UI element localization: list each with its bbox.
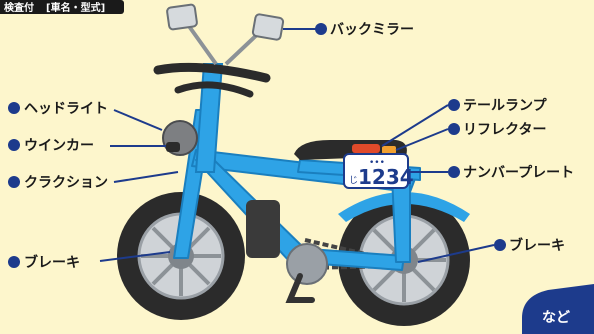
dot-headlight: [8, 102, 20, 114]
mirror-right: [224, 13, 285, 66]
motor-hub: [286, 243, 328, 285]
dot-reflector: [448, 123, 460, 135]
header-tag-right: [車名・型式]: [46, 1, 105, 14]
leader-brake-rear: [417, 244, 495, 263]
mirror-left: [166, 3, 218, 66]
dot-taillamp: [448, 99, 460, 111]
battery: [246, 200, 280, 258]
label-brake-front: ブレーキ: [24, 254, 80, 271]
leader-brake-front: [99, 251, 171, 262]
dot-mirror: [315, 23, 327, 35]
leader-headlight: [113, 109, 163, 131]
label-reflector: リフレクター: [463, 122, 546, 138]
kickstand: [285, 273, 315, 303]
leader-horn: [113, 171, 179, 183]
callout-dots: [8, 23, 506, 268]
handlebar: [153, 62, 271, 98]
label-taillamp: テールランプ: [463, 98, 548, 114]
label-mirror: バックミラー: [330, 22, 414, 38]
dot-brake-rear: [494, 239, 506, 251]
winker: [166, 142, 180, 152]
dot-horn: [8, 176, 20, 188]
tail-lamp: [352, 144, 380, 153]
leader-taillamp: [381, 104, 449, 147]
label-headlight: ヘッドライト: [24, 101, 108, 117]
rear-fender: [338, 192, 470, 222]
callouts: [99, 28, 495, 263]
etc-badge: など: [522, 284, 594, 334]
number-plate: ••• じ 1234: [343, 153, 414, 189]
dot-brake-front: [8, 256, 20, 268]
plate-number: 1234: [358, 165, 414, 189]
callout-labels: バックミラー ヘッドライト ウインカー クラクション ブレーキ テールランプ リ…: [24, 22, 574, 271]
dot-winker: [8, 139, 20, 151]
reflector: [382, 146, 396, 154]
etc-text: など: [542, 310, 570, 326]
label-number-plate: ナンバープレート: [463, 165, 574, 181]
label-brake-rear: ブレーキ: [509, 237, 565, 254]
leader-reflector: [395, 128, 449, 151]
label-winker: ウインカー: [24, 138, 94, 154]
plate-kana: じ: [349, 175, 358, 186]
header-tags: 検査付 [車名・型式]: [0, 0, 124, 14]
label-horn: クラクション: [24, 175, 108, 191]
header-tag-left: 検査付: [4, 1, 34, 14]
header-tag-bg: [0, 0, 124, 14]
plate-dots: •••: [369, 158, 385, 168]
dot-number-plate: [448, 166, 460, 178]
